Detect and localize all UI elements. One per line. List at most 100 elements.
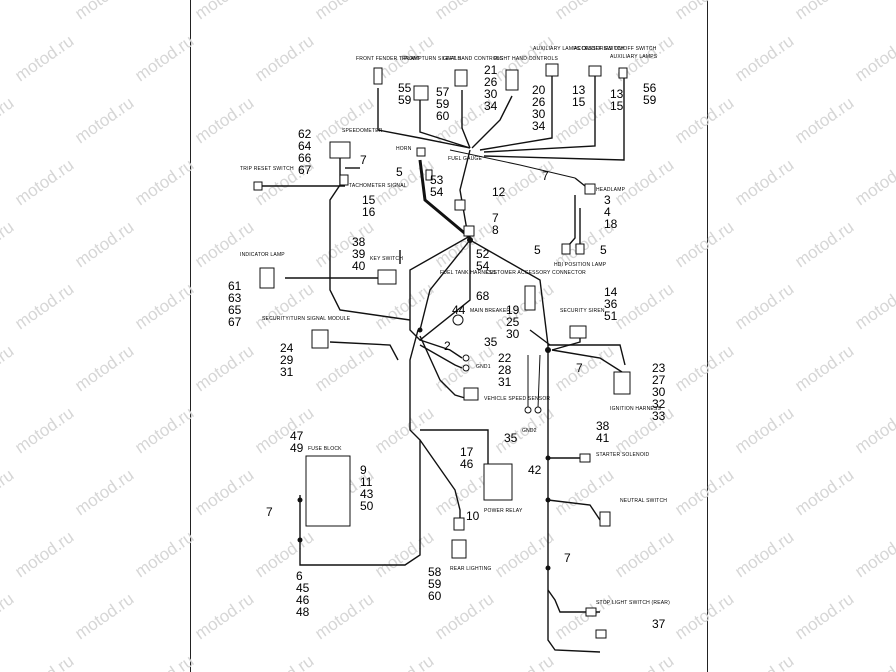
watermark-text: motod.ru <box>851 403 896 457</box>
watermark-text: motod.ru <box>191 341 257 395</box>
callout-number: 13 <box>610 87 624 101</box>
callout-number: 58 <box>428 565 442 579</box>
label-aux-lamps-switch: AUXILIARY LAMPS ON/OFF SWITCH <box>533 46 625 52</box>
callout-number: 21 <box>484 63 498 77</box>
tachometer-connector <box>339 174 349 186</box>
watermark-text: motod.ru <box>191 93 257 147</box>
watermark-text: motod.ru <box>0 589 17 643</box>
callout-number: 3 <box>604 193 611 207</box>
label-stop-light-switch: STOP LIGHT SWITCH (REAR) <box>596 600 670 606</box>
callout-number: 11 <box>360 475 373 489</box>
watermark-text: motod.ru <box>0 341 17 395</box>
callout-number: 4 <box>604 205 611 219</box>
watermark-text: motod.ru <box>11 155 77 209</box>
watermark-text: motod.ru <box>731 651 797 672</box>
junction-stop <box>545 565 551 571</box>
junction-neutral <box>545 497 551 503</box>
watermark-text: motod.ru <box>311 93 377 147</box>
label-power-relay: POWER RELAY <box>484 508 523 514</box>
callout-number: 33 <box>652 409 666 423</box>
callout-number: 15 <box>610 99 624 113</box>
callout-number: 46 <box>460 457 474 471</box>
junction-fuse-a <box>297 497 303 503</box>
label-accessories-switch: ACCESSORIES ON/OFF SWITCH <box>574 46 657 52</box>
gnd1-ring-b <box>462 364 470 372</box>
watermark-text: motod.ru <box>191 0 257 23</box>
watermark-text: motod.ru <box>671 465 737 519</box>
watermark-text: motod.ru <box>0 465 17 519</box>
callout-number: 62 <box>298 127 312 141</box>
junction-left <box>417 327 423 333</box>
watermark-text: motod.ru <box>731 279 797 333</box>
key-switch-box <box>377 269 397 285</box>
callout-number: 2 <box>444 339 451 353</box>
callout-number: 54 <box>430 185 444 199</box>
callout-number: 68 <box>476 289 490 303</box>
component-labels: FRONT FENDER TIPLAMP FRONT TURN SIGNALS … <box>240 46 670 606</box>
watermark-text: motod.ru <box>731 31 797 85</box>
label-speedometer: SPEEDOMETER <box>342 128 383 134</box>
callout-number: 18 <box>604 217 618 231</box>
callout-number: 38 <box>352 235 366 249</box>
watermark-text: motod.ru <box>671 341 737 395</box>
watermark-text: motod.ru <box>611 651 677 672</box>
accessories-switch-connector <box>588 65 602 77</box>
trip-reset-connector <box>253 181 263 191</box>
label-fuel-gauge: FUEL GAUGE <box>448 156 483 162</box>
left-hand-controls-connector <box>454 69 468 87</box>
callout-number: 17 <box>460 445 474 459</box>
gnd2-ring-a <box>524 406 532 414</box>
indicator-lamp-connector <box>259 267 275 289</box>
callout-number: 9 <box>360 463 367 477</box>
callout-number: 64 <box>298 139 312 153</box>
label-neutral-switch: NEUTRAL SWITCH <box>620 498 667 504</box>
watermark-text: motod.ru <box>791 93 857 147</box>
watermark-text: motod.ru <box>851 527 896 581</box>
watermark-text: motod.ru <box>431 0 497 23</box>
label-security-siren: SECURITY SIREN <box>560 308 605 314</box>
callout-number: 53 <box>430 173 444 187</box>
callout-number: 50 <box>360 499 374 513</box>
callout-number: 30 <box>484 87 498 101</box>
stop-light-switch-connector-a <box>585 607 597 617</box>
front-fender-tiplamp-connector <box>373 67 383 85</box>
watermark-text: motod.ru <box>491 651 557 672</box>
label-starter-solenoid: STARTER SOLENOID <box>596 452 649 458</box>
watermark-text: motod.ru <box>71 465 137 519</box>
headlamp-connector <box>584 183 596 195</box>
callout-number: 67 <box>298 163 312 177</box>
callout-number: 26 <box>532 95 546 109</box>
label-right-hand-controls: RIGHT HAND CONTROLS <box>494 56 558 62</box>
label-indicator-lamp: INDICATOR LAMP <box>240 252 285 258</box>
security-turn-module-body <box>311 329 329 349</box>
watermark-text: motod.ru <box>791 589 857 643</box>
watermark-text: motod.ru <box>11 651 77 672</box>
watermark-text: motod.ru <box>311 217 377 271</box>
watermark-text: motod.ru <box>671 217 737 271</box>
watermark-text: motod.ru <box>11 279 77 333</box>
callout-number: 27 <box>652 373 666 387</box>
callout-number: 41 <box>596 431 610 445</box>
watermark-text: motod.ru <box>551 465 617 519</box>
horn-connector <box>416 147 426 157</box>
callout-number: 45 <box>296 581 310 595</box>
watermark-text: motod.ru <box>191 217 257 271</box>
watermark-text: motod.ru <box>0 0 17 23</box>
watermark-text: motod.ru <box>551 589 617 643</box>
customer-accessory-connector-body <box>524 285 536 311</box>
watermark-text: motod.ru <box>11 527 77 581</box>
label-gnd2: GND2 <box>522 428 537 434</box>
security-siren-body <box>569 325 587 339</box>
watermark-text: motod.ru <box>251 651 317 672</box>
front-turn-signals-connector <box>413 85 429 101</box>
callout-number: 60 <box>436 109 450 123</box>
callout-number: 25 <box>506 315 520 329</box>
label-vehicle-speed-sensor: VEHICLE SPEED SENSOR <box>484 396 550 402</box>
callout-number: 26 <box>484 75 498 89</box>
watermark-text: motod.ru <box>71 589 137 643</box>
watermark-text: motod.ru <box>731 403 797 457</box>
watermark-text: motod.ru <box>851 31 896 85</box>
label-hdi-position-lamp: HDI POSITION LAMP <box>554 262 607 268</box>
label-rear-lighting: REAR LIGHTING <box>450 566 492 572</box>
